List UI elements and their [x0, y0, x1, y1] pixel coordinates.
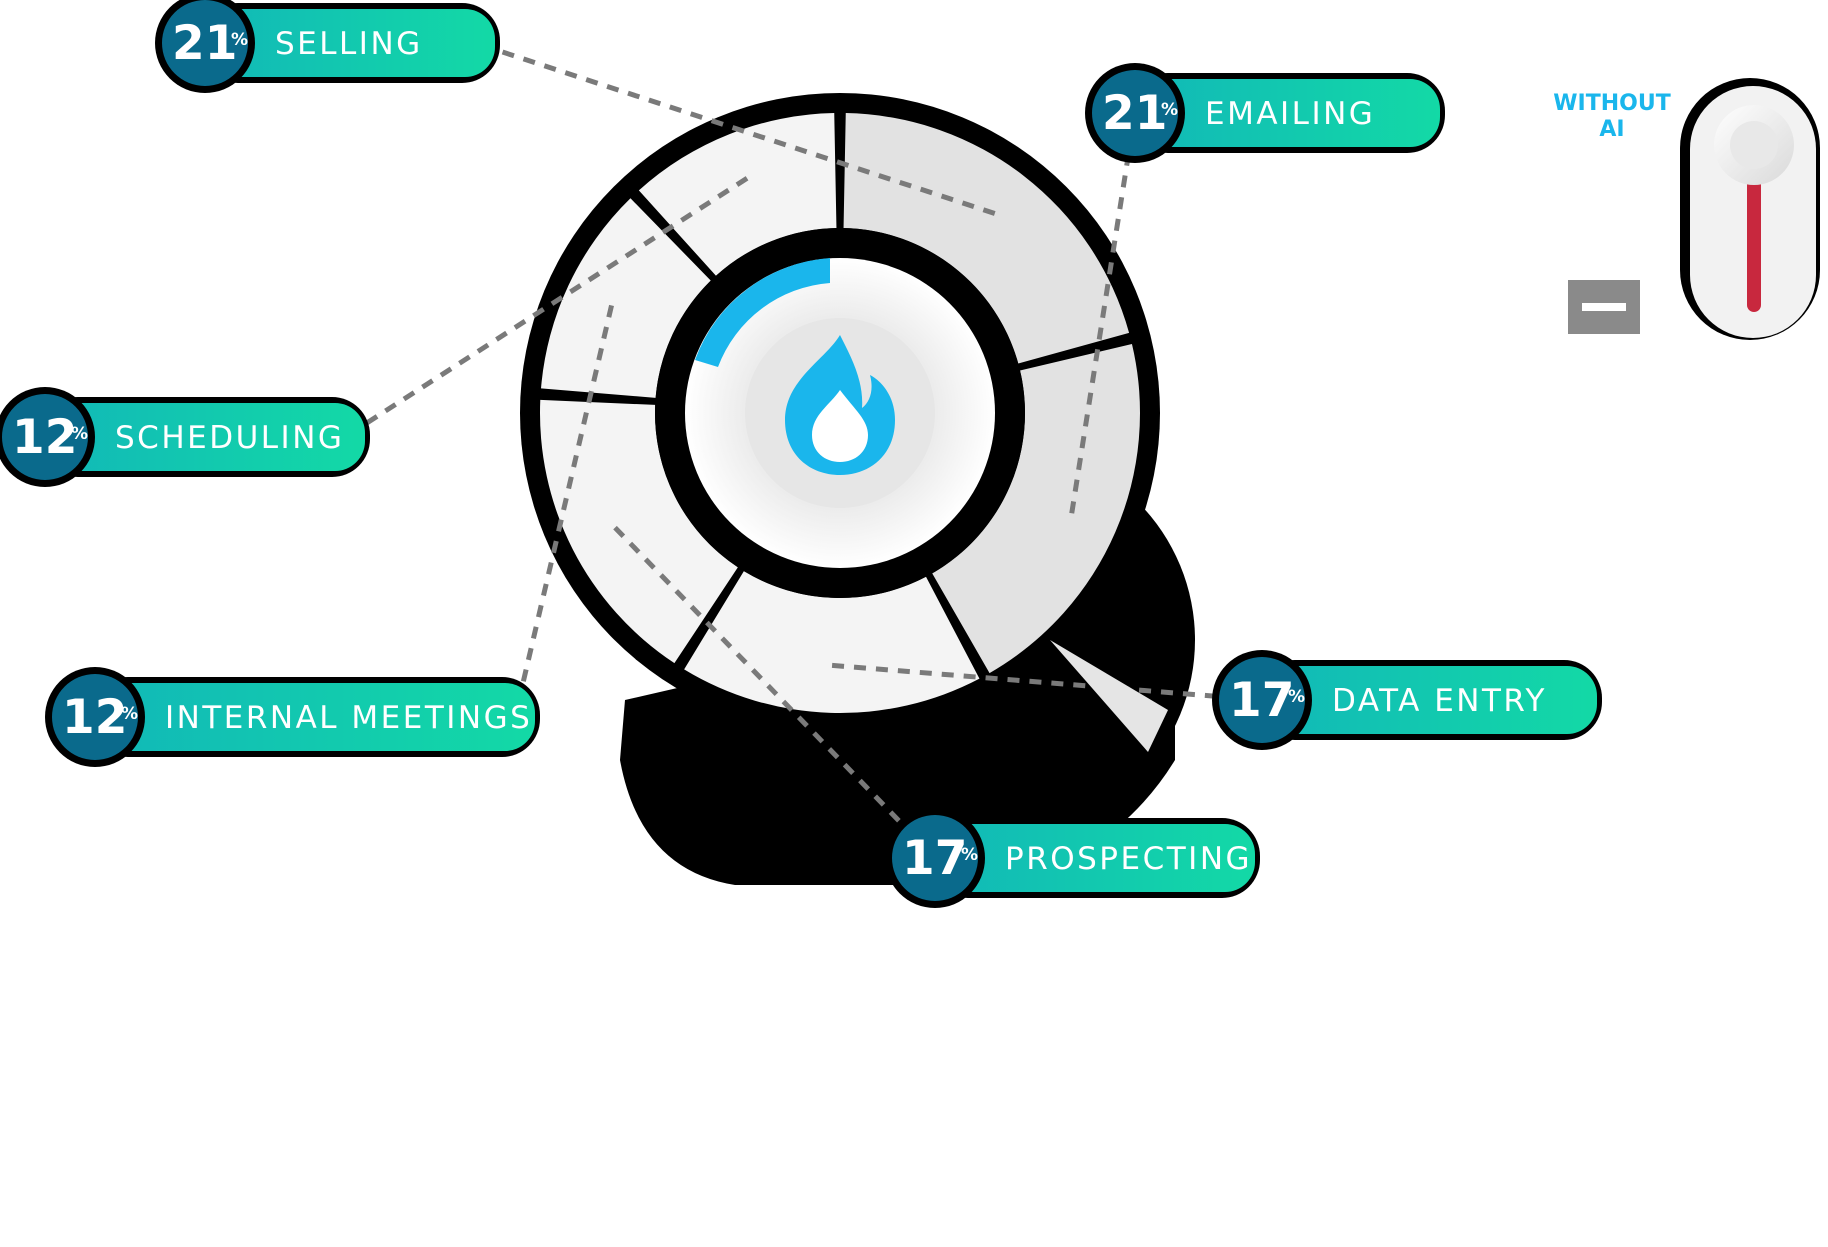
category-pill: 21% EMAILING — [1085, 63, 1445, 163]
percent-value: 21 — [172, 16, 237, 71]
percent-badge — [1092, 70, 1178, 156]
toggle-level-bar — [1747, 152, 1761, 312]
wheel-segment — [539, 399, 738, 664]
percent-value: 12 — [62, 690, 127, 745]
category-label: DATA ENTRY — [1332, 683, 1547, 719]
pill-body — [935, 824, 1255, 892]
percent-value: 21 — [1102, 86, 1167, 141]
wheel-segment — [638, 113, 837, 276]
wheel-segment — [932, 343, 1140, 674]
percent-sign: % — [121, 704, 138, 724]
percent-sign: % — [71, 424, 88, 444]
category-label: SELLING — [275, 26, 423, 62]
percent-badge — [2, 394, 88, 480]
percent-badge — [1219, 657, 1305, 743]
connector-line — [512, 304, 614, 718]
category-pill: 17% DATA ENTRY — [1212, 650, 1602, 750]
pill-body — [95, 683, 535, 751]
category-pill: 17% PROSPECTING — [885, 808, 1260, 908]
label-connectors — [343, 40, 1263, 860]
connector-line — [1069, 112, 1138, 514]
category-label: EMAILING — [1205, 96, 1375, 132]
hub-progress-arc — [695, 258, 830, 367]
flame-icon — [785, 335, 895, 475]
wheel-segments — [539, 113, 1140, 713]
connector-line — [474, 40, 996, 216]
percent-sign: % — [231, 30, 248, 50]
pill-body — [1262, 666, 1597, 734]
pill-body — [45, 403, 365, 471]
percent-value: 17 — [1229, 673, 1294, 728]
category-labels: 21% SELLING 21% EMAILING 17% DATA ENTRY 17% PRO… — [0, 0, 1602, 908]
percent-value: 17 — [902, 831, 967, 886]
pill-body — [205, 9, 495, 77]
pill-body — [1135, 79, 1440, 147]
category-pill: 12% INTERNAL MEETINGS — [45, 667, 540, 767]
category-label: PROSPECTING — [1005, 841, 1252, 877]
percent-sign: % — [961, 845, 978, 865]
wheel-segment — [843, 113, 1130, 364]
connector-line — [831, 662, 1263, 703]
percent-badge — [52, 674, 138, 760]
percent-badge — [892, 815, 978, 901]
wheel-segment — [541, 198, 711, 398]
percent-sign: % — [1161, 100, 1178, 120]
category-pill: 21% SELLING — [155, 0, 500, 93]
toggle-marker-line — [1582, 303, 1626, 311]
category-label: INTERNAL MEETINGS — [165, 700, 532, 736]
toggle-knob-center — [1730, 121, 1778, 169]
category-pill: 12% SCHEDULING — [0, 387, 370, 487]
percent-sign: % — [1288, 687, 1305, 707]
connector-line — [613, 525, 937, 860]
category-label: SCHEDULING — [115, 420, 344, 456]
percent-badge — [162, 0, 248, 86]
pointer-needle — [1050, 640, 1168, 752]
connector-line — [343, 176, 749, 440]
percent-value: 12 — [12, 410, 77, 465]
